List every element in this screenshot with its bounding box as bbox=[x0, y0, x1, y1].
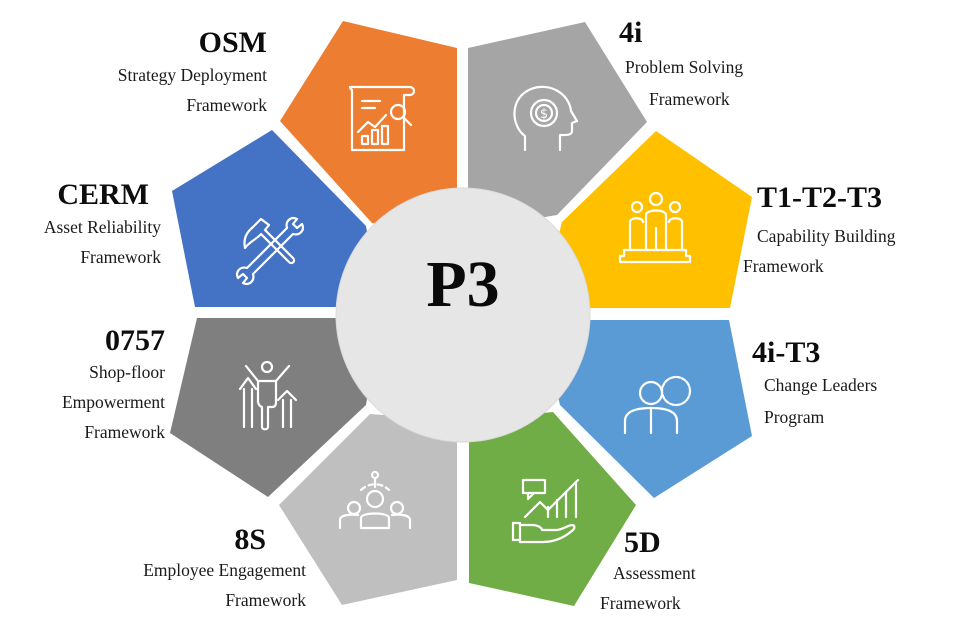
label-0757: 0757 Shop-floor Empowerment Framework bbox=[62, 326, 165, 447]
label-4it3-line1: Change Leaders bbox=[764, 375, 878, 395]
label-0757-line1: Shop-floor bbox=[89, 362, 165, 382]
label-4it3: 4i-T3 Change Leaders Program bbox=[752, 338, 877, 432]
label-osm-code: OSM bbox=[198, 26, 267, 59]
label-5d: 5D Assessment Framework bbox=[600, 528, 696, 618]
center-circle bbox=[335, 187, 591, 443]
label-0757-line2: Empowerment bbox=[61, 392, 165, 412]
center-title: P3 bbox=[426, 248, 500, 321]
hand-growth-chart-icon bbox=[511, 478, 580, 544]
team-network-icon bbox=[338, 470, 412, 530]
label-osm: OSM Strategy Deployment Framework bbox=[118, 28, 267, 120]
label-8s-line1: Employee Engagement bbox=[143, 560, 306, 580]
segment-8s bbox=[279, 414, 457, 605]
segment-cerm bbox=[172, 130, 380, 307]
label-cerm-line1: Asset Reliability bbox=[43, 217, 161, 237]
label-4it3-line2: Program bbox=[764, 407, 825, 427]
label-t1t2t3-code: T1-T2-T3 bbox=[757, 181, 883, 214]
report-analysis-icon bbox=[348, 85, 416, 152]
label-cerm: CERM Asset Reliability Framework bbox=[44, 180, 161, 272]
label-0757-line3: Framework bbox=[84, 422, 165, 442]
label-4it3-code: 4i-T3 bbox=[752, 336, 821, 369]
label-8s: 8S Employee Engagement Framework bbox=[143, 525, 306, 615]
label-4i-line2: Framework bbox=[649, 89, 730, 109]
label-5d-line1: Assessment bbox=[613, 563, 696, 583]
person-arrows-up-icon bbox=[238, 360, 298, 431]
segment-5d bbox=[469, 412, 636, 606]
label-5d-code: 5D bbox=[624, 526, 661, 559]
label-t1t2t3-line2: Framework bbox=[743, 256, 824, 276]
hammer-wrench-icon bbox=[236, 217, 304, 285]
team-podium-icon bbox=[618, 191, 692, 264]
label-osm-line1: Strategy Deployment bbox=[117, 65, 267, 85]
label-5d-line2: Framework bbox=[600, 593, 681, 613]
label-osm-line2: Framework bbox=[186, 95, 267, 115]
segment-4i bbox=[468, 22, 647, 230]
label-0757-code: 0757 bbox=[105, 324, 165, 357]
label-cerm-line2: Framework bbox=[80, 247, 161, 267]
label-cerm-code: CERM bbox=[57, 178, 149, 211]
label-8s-line2: Framework bbox=[225, 590, 306, 610]
label-4i: 4i Problem Solving Framework bbox=[619, 18, 743, 114]
label-t1t2t3: T1-T2-T3 Capability Building Framework bbox=[743, 181, 896, 281]
person-gear-icon bbox=[623, 375, 692, 435]
svg-text:$: $ bbox=[540, 107, 548, 122]
label-t1t2t3-line1: Capability Building bbox=[757, 226, 896, 246]
head-dollar-icon: $ bbox=[513, 85, 579, 152]
label-4i-line1: Problem Solving bbox=[625, 57, 744, 77]
label-8s-code: 8S bbox=[234, 523, 266, 556]
segment-osm bbox=[280, 21, 457, 230]
label-4i-code: 4i bbox=[619, 16, 643, 49]
segment-0757 bbox=[170, 318, 380, 497]
